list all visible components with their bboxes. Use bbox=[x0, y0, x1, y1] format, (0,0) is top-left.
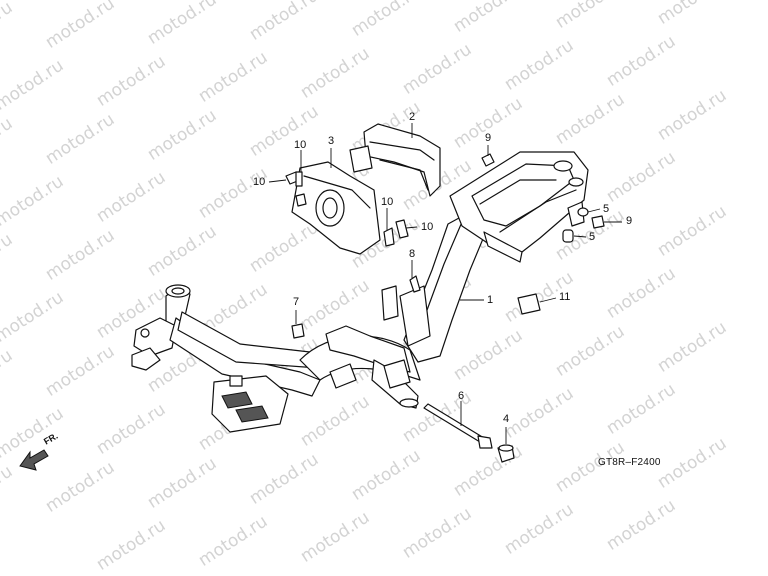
callout-1: 1 bbox=[487, 294, 494, 306]
callout-5a: 5 bbox=[603, 203, 610, 215]
callout-5b: 5 bbox=[589, 231, 596, 243]
callout-7: 7 bbox=[293, 296, 300, 308]
callout-10b: 10 bbox=[253, 176, 266, 188]
diagram-code: GT8R–F2400 bbox=[598, 457, 661, 468]
callout-2: 2 bbox=[409, 111, 416, 123]
callout-10d: 10 bbox=[421, 221, 434, 233]
callout-10a: 10 bbox=[294, 139, 307, 151]
callout-9a: 9 bbox=[485, 132, 492, 144]
part-2-bracket bbox=[349, 123, 441, 197]
callout-9b: 9 bbox=[626, 215, 633, 227]
fasteners bbox=[285, 153, 605, 463]
part-3-shield bbox=[291, 161, 381, 255]
callout-3: 3 bbox=[328, 135, 335, 147]
leader-lines bbox=[268, 123, 622, 444]
callout-11: 11 bbox=[559, 291, 571, 303]
callout-10c: 10 bbox=[381, 196, 394, 208]
callout-6: 6 bbox=[458, 390, 465, 402]
front-arrow-icon bbox=[19, 449, 49, 471]
callout-4: 4 bbox=[503, 413, 510, 425]
frame-body bbox=[131, 151, 589, 433]
callout-8: 8 bbox=[409, 248, 416, 260]
